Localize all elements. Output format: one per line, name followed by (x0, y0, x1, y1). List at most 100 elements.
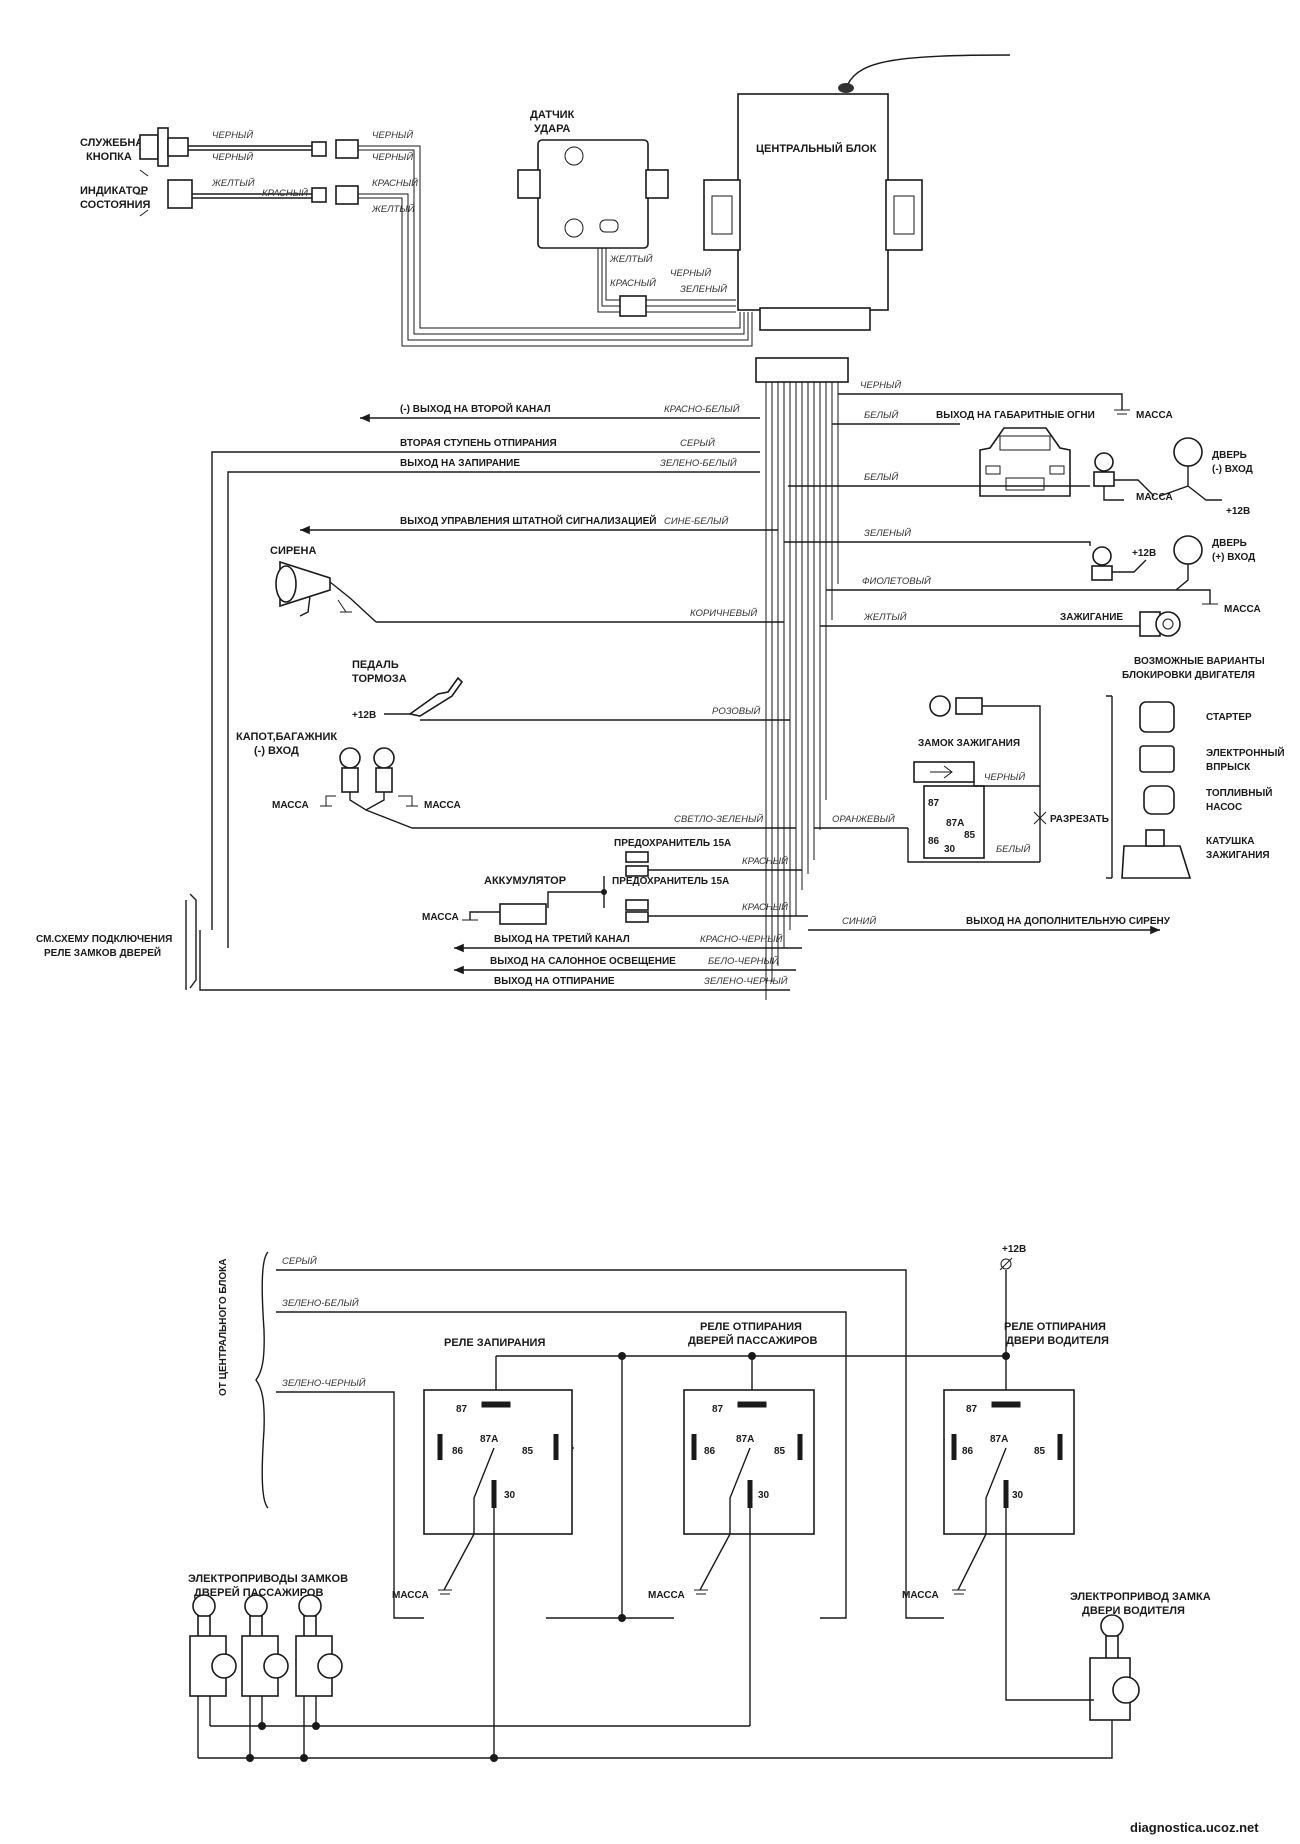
engine-blocking-variants: ВОЗМОЖНЫЕ ВАРИАНТЫ БЛОКИРОВКИ ДВИГАТЕЛЯ … (1106, 656, 1285, 879)
svg-text:ЗЕЛЕНЫЙ: ЗЕЛЕНЫЙ (864, 527, 911, 539)
svg-text:КАТУШКА: КАТУШКА (1206, 836, 1255, 847)
svg-text:ДВЕРЬ: ДВЕРЬ (1212, 450, 1247, 461)
svg-text:86: 86 (928, 836, 940, 847)
central-unit: ЦЕНТРАЛЬНЫЙ БЛОК (703, 93, 923, 331)
svg-text:СЛУЖЕБНАЯ: СЛУЖЕБНАЯ (80, 137, 151, 149)
central-unit-label: ЦЕНТРАЛЬНЫЙ БЛОК (756, 142, 877, 155)
svg-text:87А: 87А (990, 1434, 1008, 1445)
alarm-wiring-diagram: ЦЕНТРАЛЬНЫЙ БЛОК ДАТЧИК УДАРА СЛУЖЕБНАЯ … (36, 54, 1285, 1000)
svg-text:85: 85 (964, 830, 976, 841)
harness-connector (755, 357, 849, 383)
svg-text:КРАСНО-БЕЛЫЙ: КРАСНО-БЕЛЫЙ (664, 403, 740, 415)
car-icon (979, 427, 1071, 497)
svg-text:ИНДИКАТОР: ИНДИКАТОР (80, 185, 148, 197)
svg-text:87: 87 (966, 1404, 978, 1415)
svg-text:85: 85 (774, 1446, 786, 1457)
svg-text:ОРАНЖЕВЫЙ: ОРАНЖЕВЫЙ (832, 813, 895, 825)
svg-text:СИНИЙ: СИНИЙ (842, 915, 876, 927)
svg-text:БЕЛЫЙ: БЕЛЫЙ (864, 409, 898, 421)
shock-sensor-knob-icon[interactable] (564, 218, 584, 238)
fuel-pump-icon (1143, 785, 1175, 815)
svg-text:ПЕДАЛЬ: ПЕДАЛЬ (352, 659, 399, 671)
ignition-label: ЗАЖИГАНИЕ (1060, 612, 1123, 623)
parking-lights-label: ВЫХОД НА ГАБАРИТНЫЕ ОГНИ (936, 410, 1095, 421)
pass-actuator-1 (189, 1594, 237, 1697)
relay-pass-label-1: РЕЛЕ ОТПИРАНИЯ (700, 1321, 802, 1333)
driver-actuator (1089, 1614, 1140, 1721)
pass-actuator-2 (241, 1594, 289, 1697)
relay-lock-label: РЕЛЕ ЗАПИРАНИЯ (444, 1337, 545, 1349)
out-second-unlock: ВТОРАЯ СТУПЕНЬ ОТПИРАНИЯ (400, 438, 557, 449)
svg-text:ЧЕРНЫЙ: ЧЕРНЫЙ (212, 129, 253, 141)
svg-text:ЧЕРНЫЙ: ЧЕРНЫЙ (372, 151, 413, 163)
svg-text:СЕРЫЙ: СЕРЫЙ (282, 1255, 317, 1267)
out-interior-light: ВЫХОД НА САЛОННОЕ ОСВЕЩЕНИЕ (490, 956, 676, 967)
svg-text:СВЕТЛО-ЗЕЛЕНЫЙ: СВЕТЛО-ЗЕЛЕНЫЙ (674, 813, 763, 825)
service-button[interactable]: СЛУЖЕБНАЯ КНОПКА (80, 127, 189, 167)
driver-actuator-label-2: ДВЕРИ ВОДИТЕЛЯ (1082, 1605, 1185, 1617)
svg-text:КНОПКА: КНОПКА (86, 151, 132, 163)
relay-driver-unlock: 87 87А 86 85 30 (943, 1389, 1075, 1535)
svg-text:ВПРЫСК: ВПРЫСК (1206, 762, 1251, 773)
svg-text:ПРЕДОХРАНИТЕЛЬ 15А: ПРЕДОХРАНИТЕЛЬ 15А (612, 876, 729, 887)
svg-text:МАССА: МАССА (1136, 410, 1173, 421)
svg-text:85: 85 (522, 1446, 534, 1457)
relay-lock: 87 87А 86 85 30 (423, 1389, 574, 1535)
out-second-channel: (-) ВЫХОД НА ВТОРОЙ КАНАЛ (400, 402, 551, 415)
svg-text:КРАСНЫЙ: КРАСНЫЙ (742, 855, 788, 867)
svg-text:СЕРЫЙ: СЕРЫЙ (680, 437, 715, 449)
svg-text:КАПОТ,БАГАЖНИК: КАПОТ,БАГАЖНИК (236, 731, 337, 743)
power-supply: ПРЕДОХРАНИТЕЛЬ 15А ПРЕДОХРАНИТЕЛЬ 15А АК… (422, 838, 808, 925)
out-third-channel: ВЫХОД НА ТРЕТИЙ КАНАЛ (494, 932, 630, 945)
svg-text:ЖЕЛТЫЙ: ЖЕЛТЫЙ (371, 203, 415, 215)
svg-text:+12В: +12В (352, 710, 376, 721)
brake-pedal: ПЕДАЛЬ ТОРМОЗА +12В (352, 659, 464, 721)
svg-text:87А: 87А (480, 1434, 498, 1445)
antenna-connector (838, 83, 854, 93)
relay-driver-label-2: ДВЕРИ ВОДИТЕЛЯ (1006, 1335, 1109, 1347)
svg-text:ЧЕРНЫЙ: ЧЕРНЫЙ (212, 151, 253, 163)
svg-text:ЗЕЛЕНО-ЧЕРНЫЙ: ЗЕЛЕНО-ЧЕРНЫЙ (282, 1377, 366, 1389)
footer-watermark: diagnostica.ucoz.net (1130, 1820, 1259, 1835)
pass-actuator-3 (295, 1594, 343, 1697)
svg-text:86: 86 (962, 1446, 974, 1457)
svg-text:+12В: +12В (1132, 548, 1156, 559)
battery-label: АККУМУЛЯТОР (484, 875, 566, 887)
shock-sensor-knob-icon[interactable] (564, 146, 584, 166)
shock-sensor-label-2: УДАРА (534, 123, 570, 135)
svg-text:МАССА: МАССА (392, 1590, 429, 1601)
svg-text:БЕЛО-ЧЕРНЫЙ: БЕЛО-ЧЕРНЫЙ (708, 955, 779, 967)
svg-text:МАССА: МАССА (424, 800, 461, 811)
svg-text:86: 86 (452, 1446, 464, 1457)
out-extra-siren: ВЫХОД НА ДОПОЛНИТЕЛЬНУЮ СИРЕНУ (966, 916, 1171, 927)
svg-text:ЧЕРНЫЙ: ЧЕРНЫЙ (984, 771, 1025, 783)
svg-text:ЗЕЛЕНО-БЕЛЫЙ: ЗЕЛЕНО-БЕЛЫЙ (660, 457, 737, 469)
svg-text:85: 85 (1034, 1446, 1046, 1457)
svg-text:ЭЛЕКТРОННЫЙ: ЭЛЕКТРОННЫЙ (1206, 746, 1285, 759)
svg-text:ЖЕЛТЫЙ: ЖЕЛТЫЙ (211, 177, 255, 189)
svg-text:СИРЕНА: СИРЕНА (270, 545, 316, 557)
starter-icon (1139, 701, 1175, 733)
svg-text:87: 87 (456, 1404, 468, 1415)
svg-text:КРАСНЫЙ: КРАСНЫЙ (262, 187, 308, 199)
svg-text:87: 87 (712, 1404, 724, 1415)
svg-text:МАССА: МАССА (1136, 492, 1173, 503)
svg-text:РОЗОВЫЙ: РОЗОВЫЙ (712, 705, 760, 717)
door-lock-relay-diagram: ОТ ЦЕНТРАЛЬНОГО БЛОКА СЕРЫЙ ЗЕЛЕНО-БЕЛЫЙ… (188, 1244, 1211, 1762)
ignition-lock: ЗАМОК ЗАЖИГАНИЯ (918, 695, 1041, 786)
svg-text:ПРЕДОХРАНИТЕЛЬ 15А: ПРЕДОХРАНИТЕЛЬ 15А (614, 838, 731, 849)
svg-text:МАССА: МАССА (902, 1590, 939, 1601)
svg-text:СОСТОЯНИЯ: СОСТОЯНИЯ (80, 199, 151, 211)
svg-text:(-) ВХОД: (-) ВХОД (254, 745, 299, 757)
svg-text:КРАСНЫЙ: КРАСНЫЙ (742, 901, 788, 913)
blocking-relay: 87 87A 86 85 30 (907, 761, 1040, 863)
svg-text:87А: 87А (736, 1434, 754, 1445)
svg-text:ЗАЖИГАНИЯ: ЗАЖИГАНИЯ (1206, 850, 1270, 861)
svg-text:30: 30 (1012, 1490, 1024, 1501)
svg-text:+12В: +12В (1002, 1244, 1026, 1255)
svg-text:ЗАМОК ЗАЖИГАНИЯ: ЗАМОК ЗАЖИГАНИЯ (918, 738, 1020, 749)
out-lock: ВЫХОД НА ЗАПИРАНИЕ (400, 458, 520, 469)
svg-text:БЛОКИРОВКИ ДВИГАТЕЛЯ: БЛОКИРОВКИ ДВИГАТЕЛЯ (1122, 670, 1255, 681)
svg-text:(-) ВХОД: (-) ВХОД (1212, 464, 1253, 475)
